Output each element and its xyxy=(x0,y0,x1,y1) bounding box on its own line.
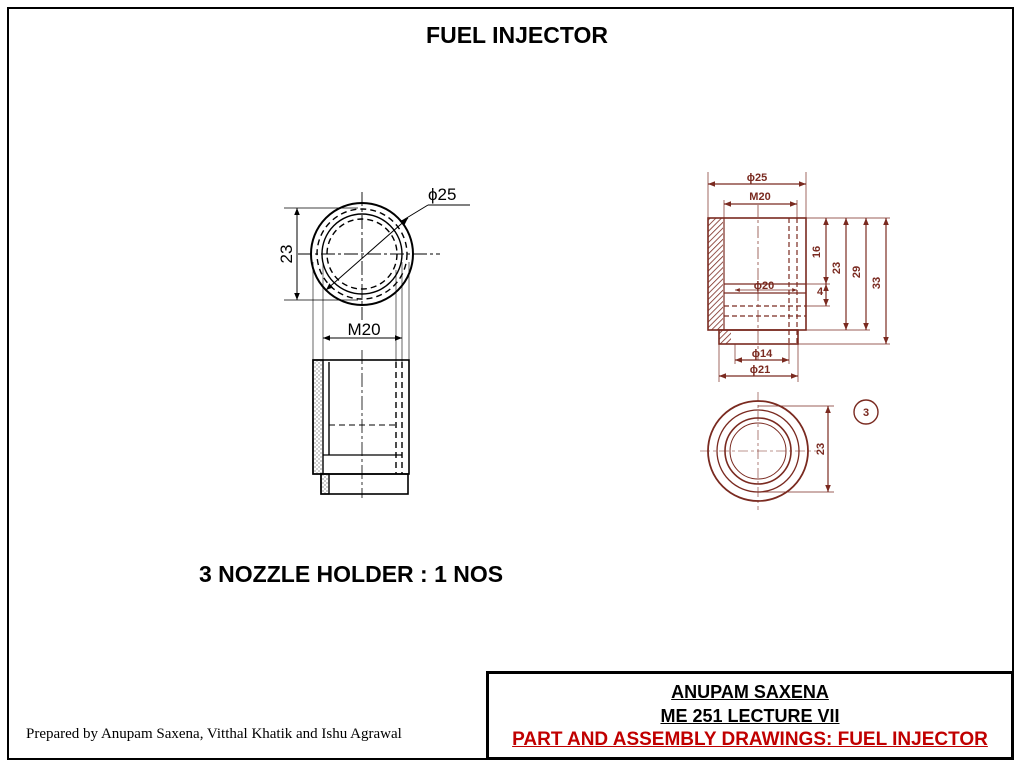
right-dim-4: 4 xyxy=(817,286,824,298)
part-number-balloon xyxy=(853,399,879,425)
left-top-view xyxy=(284,192,470,362)
title-block-topic: PART AND ASSEMBLY DRAWINGS: FUEL INJECTO… xyxy=(512,729,988,750)
left-front-view xyxy=(312,350,410,498)
right-dim-16: 16 xyxy=(811,246,823,258)
right-dim-29: 29 xyxy=(851,266,863,278)
left-drawing: ϕ25 23 M20 xyxy=(277,185,470,498)
title-block-course: ME 251 LECTURE VII xyxy=(660,706,840,726)
left-dim-diameter: ϕ25 xyxy=(428,185,456,204)
right-dim-d25: ϕ25 xyxy=(747,172,767,184)
title-block-author: ANUPAM SAXENA xyxy=(671,682,829,702)
right-dim-phi20: ϕ20 xyxy=(754,280,774,292)
right-dim-23: 23 xyxy=(831,262,843,274)
right-dim-33: 33 xyxy=(871,277,883,289)
title-block: ANUPAM SAXENA ME 251 LECTURE VII PART AN… xyxy=(486,671,1014,760)
part-caption: 3 NOZZLE HOLDER : 1 NOS xyxy=(199,561,504,587)
right-drawing xyxy=(700,172,890,510)
part-number: 3 xyxy=(863,407,869,419)
left-dim-thread: M20 xyxy=(347,320,380,339)
left-dim-height: 23 xyxy=(277,245,296,264)
right-dim-d21: ϕ21 xyxy=(750,364,770,376)
right-dim-m20: M20 xyxy=(749,191,770,203)
right-dim-d14: ϕ14 xyxy=(752,348,773,360)
credit-line: Prepared by Anupam Saxena, Vitthal Khati… xyxy=(26,726,402,742)
right-dim-23-bottom: 23 xyxy=(815,443,827,455)
slide-title: FUEL INJECTOR xyxy=(426,22,608,48)
